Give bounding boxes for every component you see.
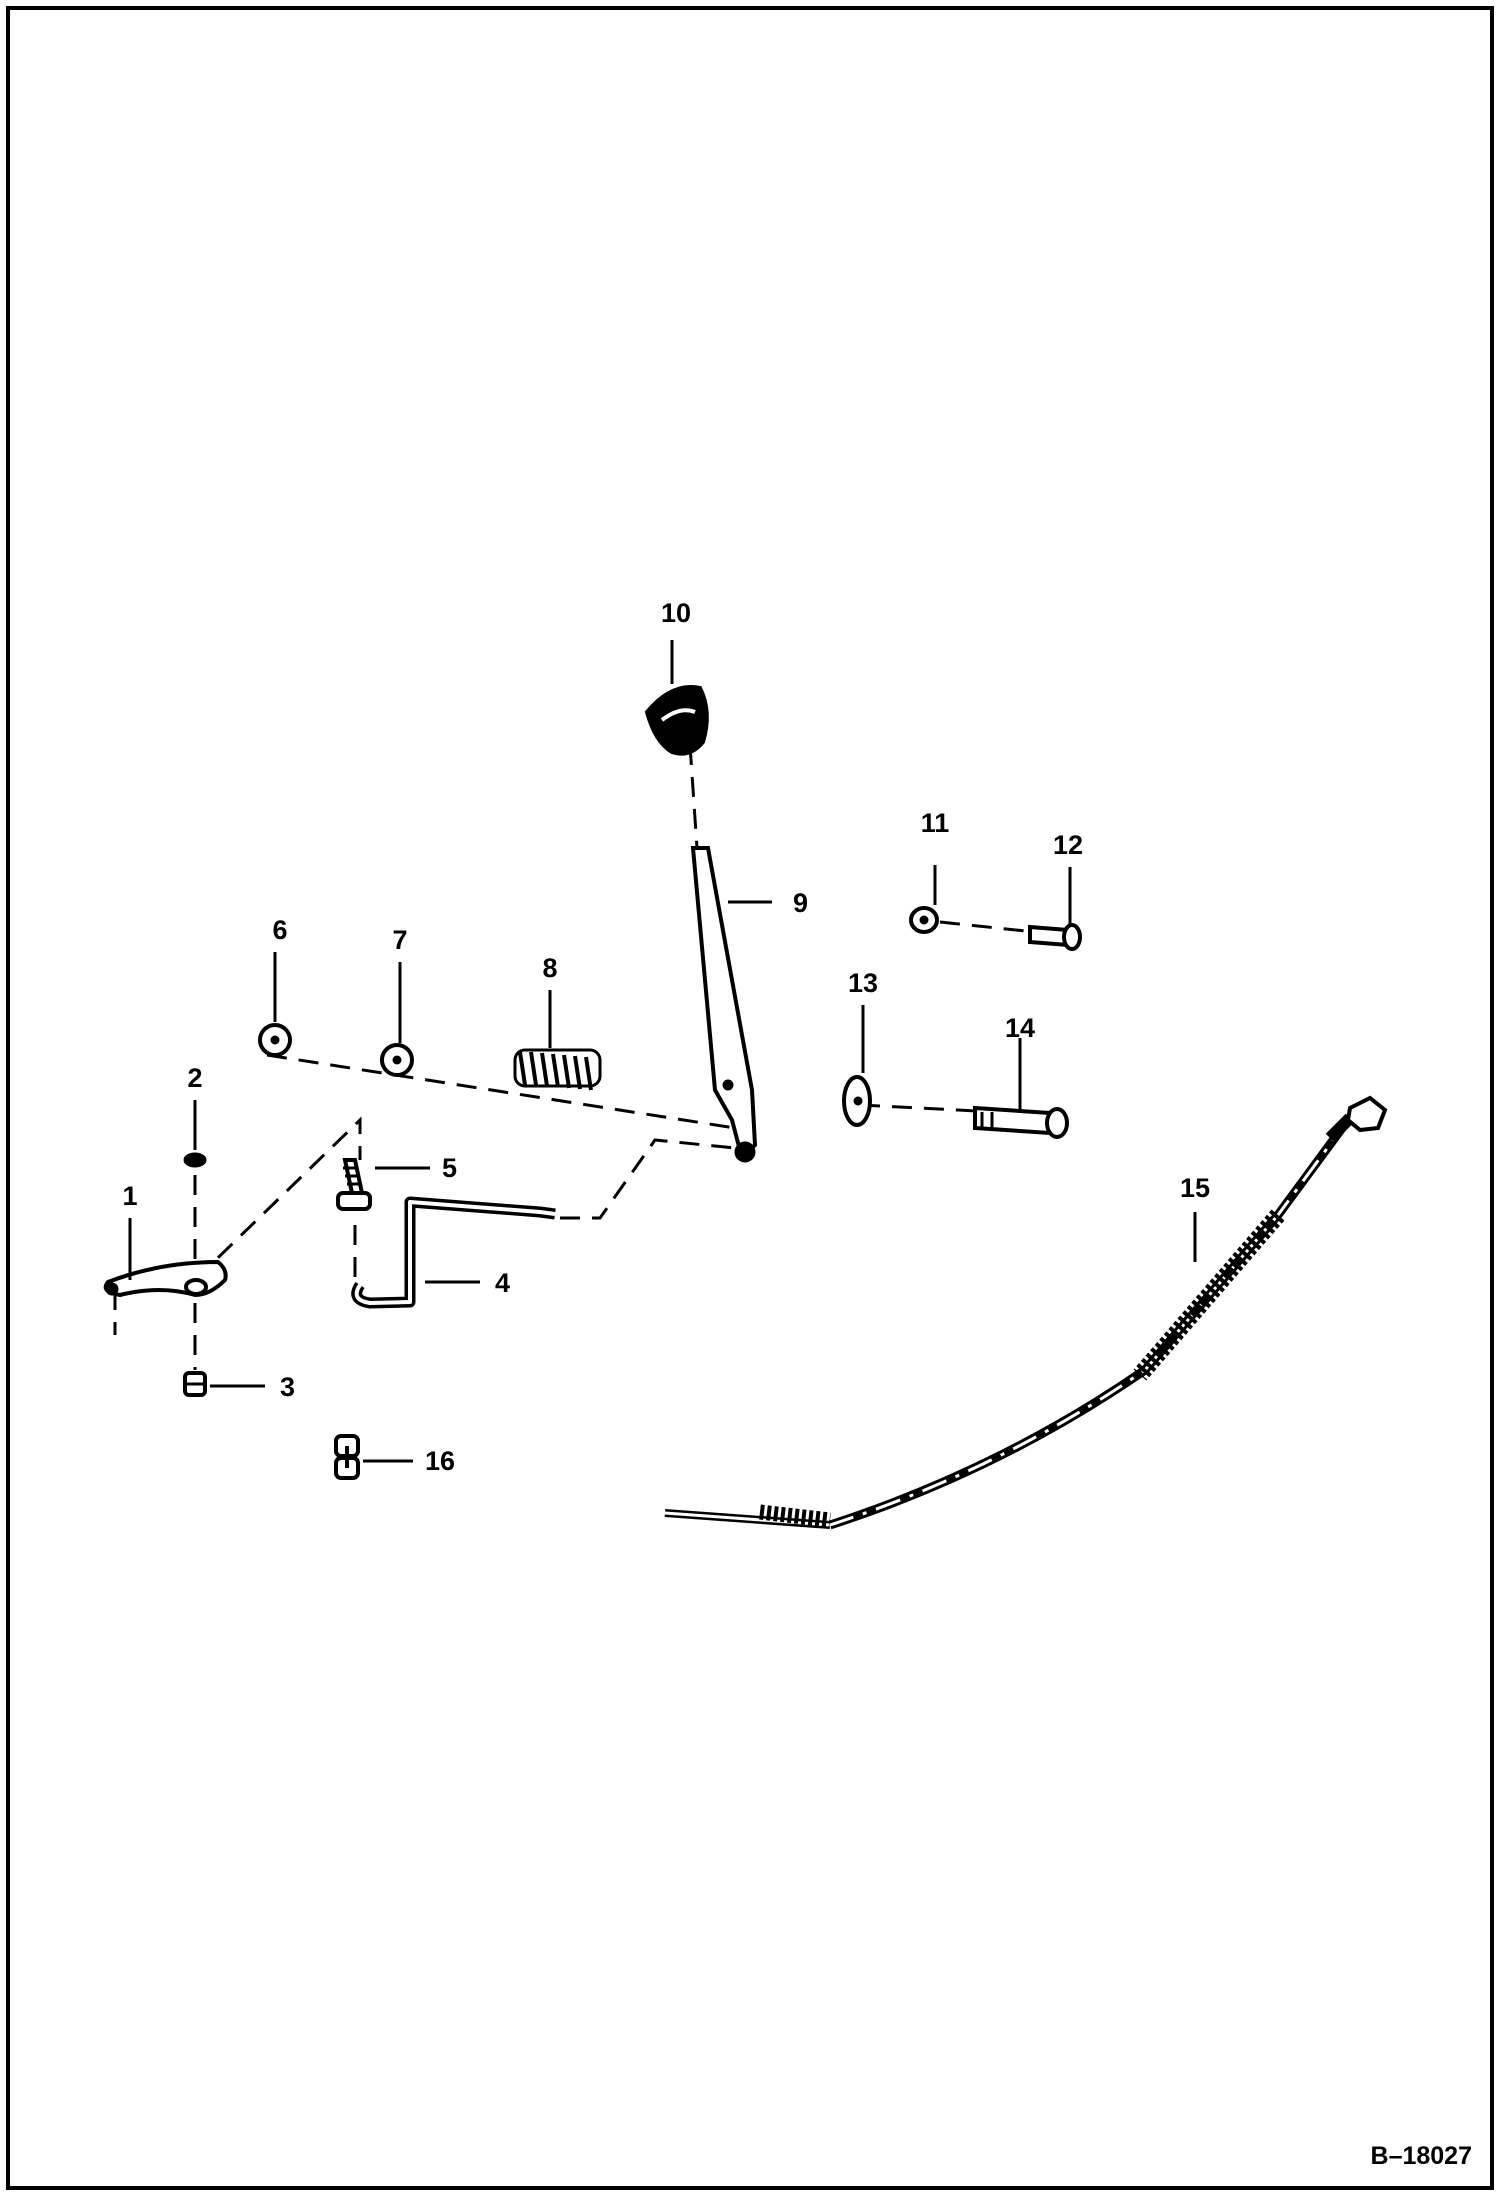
callout-11: 11 xyxy=(921,808,950,838)
lever-arm xyxy=(690,846,758,1163)
nut-6 xyxy=(258,1023,292,1057)
callout-7: 7 xyxy=(392,925,407,955)
linkage-rod xyxy=(351,1196,556,1309)
callout-5: 5 xyxy=(442,1153,457,1183)
bolt-3 xyxy=(183,1371,207,1397)
control-cable xyxy=(664,1095,1388,1530)
nut-11 xyxy=(909,906,939,934)
callout-4: 4 xyxy=(495,1268,510,1298)
callout-2: 2 xyxy=(187,1063,202,1093)
spring xyxy=(513,1048,602,1091)
bolt-12 xyxy=(1028,923,1082,951)
callout-15: 15 xyxy=(1180,1173,1210,1203)
callout-9: 9 xyxy=(793,888,808,918)
callout-labels: 1 2 3 4 5 6 7 8 9 10 11 12 13 14 15 16 xyxy=(122,598,1210,1476)
callout-1: 1 xyxy=(122,1181,137,1211)
washer xyxy=(842,1075,872,1127)
pin-14 xyxy=(973,1105,1069,1139)
nut-7 xyxy=(380,1043,414,1077)
callout-13: 13 xyxy=(848,968,878,998)
figure-reference: B–18027 xyxy=(1371,2142,1472,2170)
callout-8: 8 xyxy=(542,953,557,983)
callout-3: 3 xyxy=(280,1372,295,1402)
leader-lines xyxy=(128,640,1197,1463)
bolt-16 xyxy=(334,1434,360,1480)
nut-2 xyxy=(183,1152,207,1168)
callout-16: 16 xyxy=(425,1446,455,1476)
diagram-border xyxy=(6,6,1494,2190)
knob xyxy=(644,685,709,756)
callout-6: 6 xyxy=(272,915,287,945)
bracket xyxy=(103,1259,228,1298)
callout-14: 14 xyxy=(1005,1013,1035,1043)
callout-10: 10 xyxy=(661,598,691,628)
bolt-5 xyxy=(336,1158,372,1211)
callout-12: 12 xyxy=(1053,830,1083,860)
